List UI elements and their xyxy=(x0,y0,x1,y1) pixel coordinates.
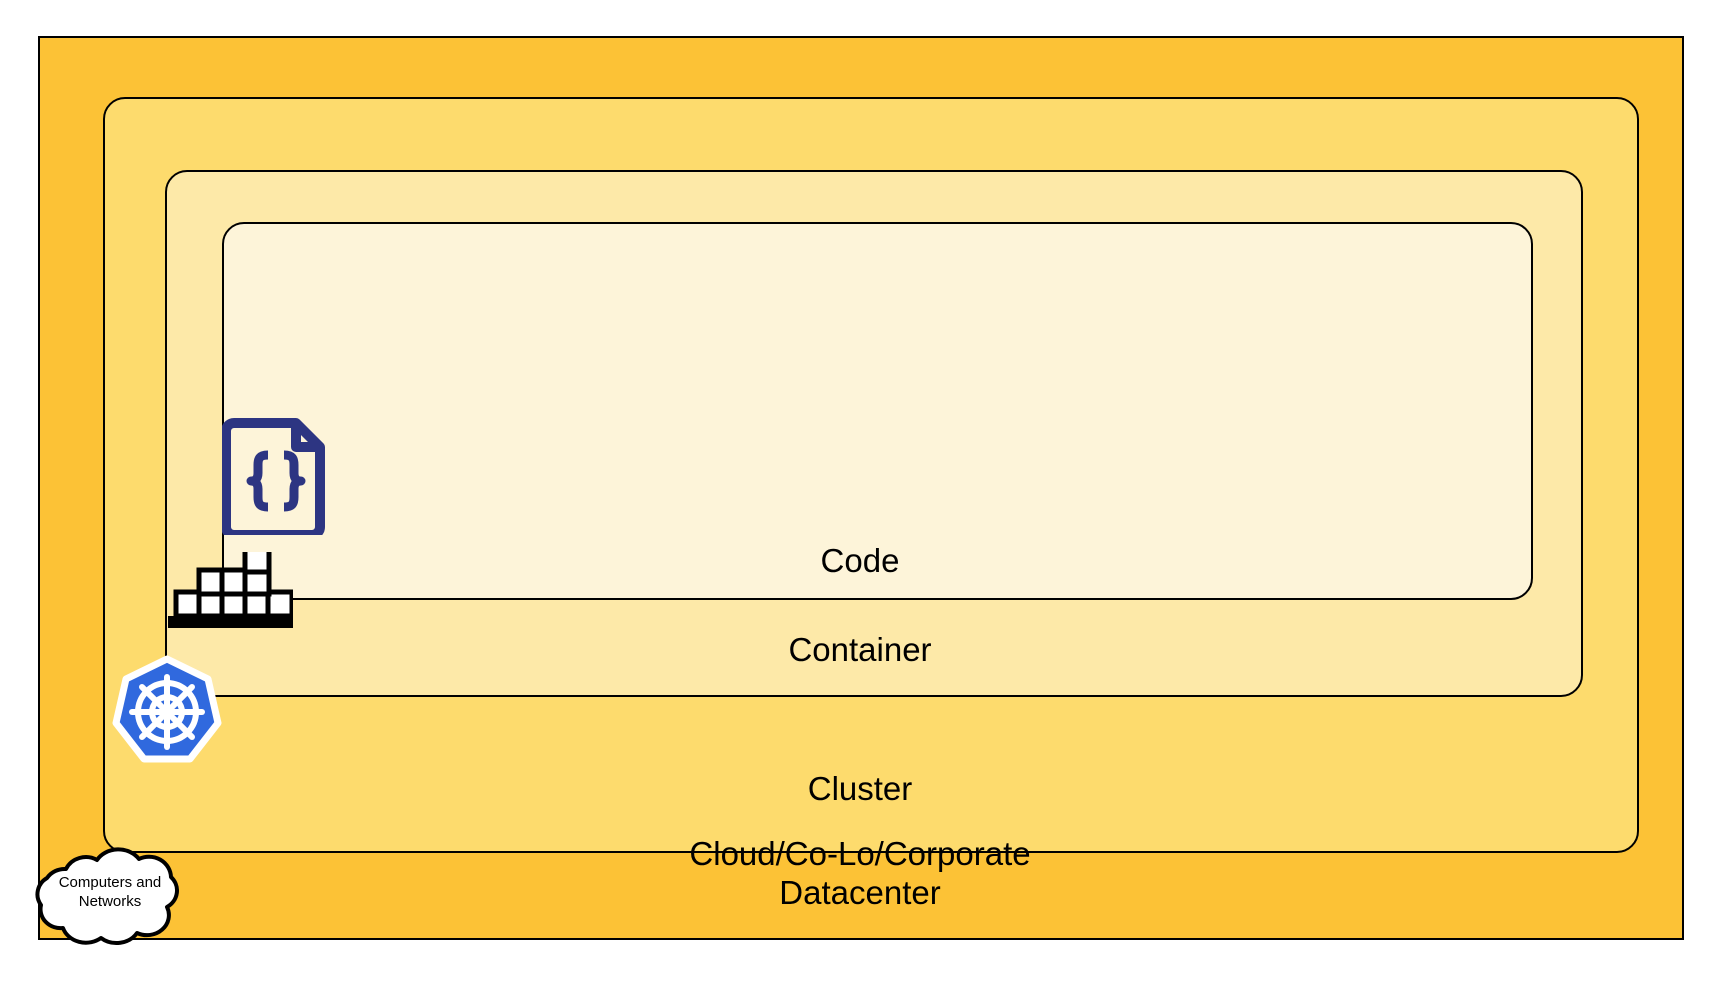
layer-code xyxy=(222,222,1533,600)
kubernetes-helm-icon xyxy=(112,655,222,767)
computers-and-networks-cloud: Computers and Networks xyxy=(22,845,198,953)
cloud-label: Computers and Networks xyxy=(58,874,162,911)
stacked-boxes-icon xyxy=(168,545,295,628)
json-code-file-icon xyxy=(221,415,330,540)
